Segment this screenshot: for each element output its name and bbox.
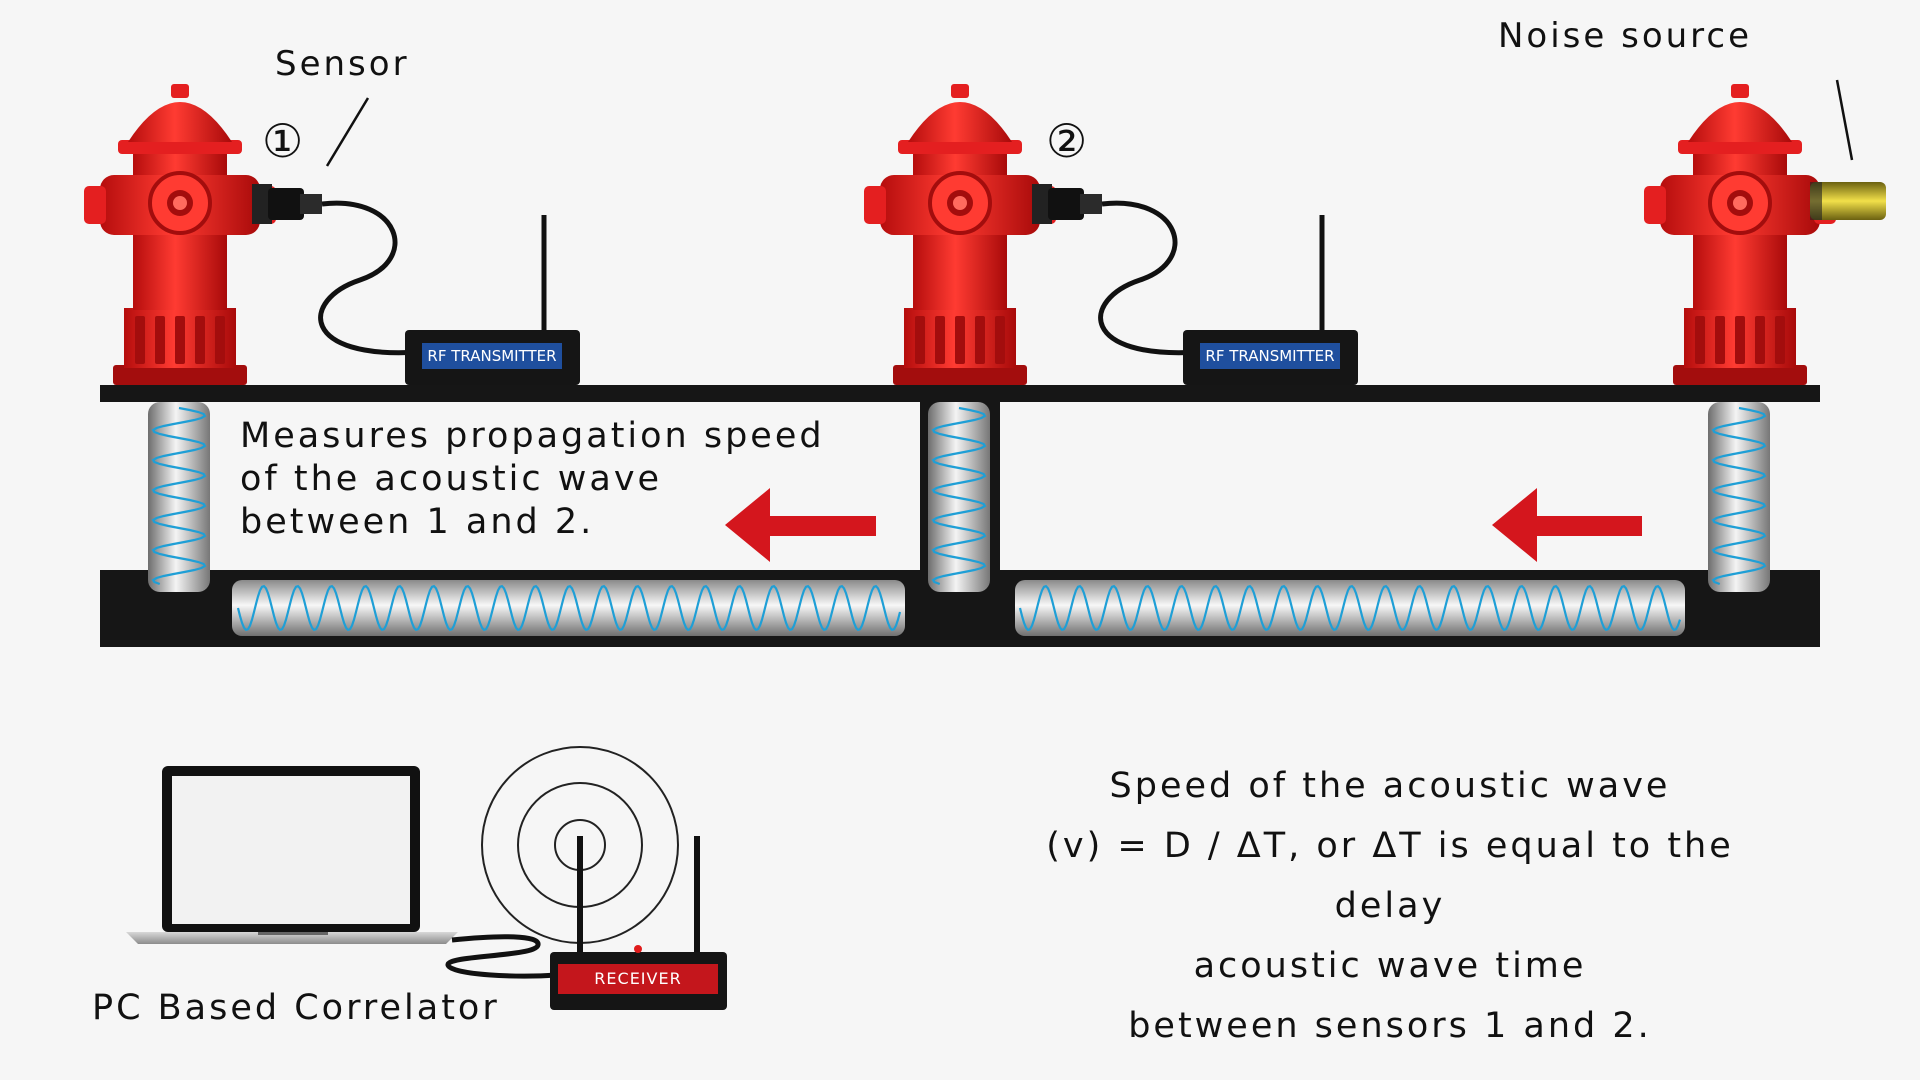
transmitter-1-label: RF TRANSMITTER <box>422 343 562 369</box>
formula-line: between sensors 1 and 2. <box>1128 1006 1652 1046</box>
wave-horizontal <box>236 584 902 632</box>
pipe-caption-line: of the acoustic wave <box>240 459 663 499</box>
hydrants <box>84 84 1836 385</box>
sensor-2-cable <box>1098 200 1201 356</box>
formula-line: (v) = D / ΔT, or ΔT is equal to the dela… <box>1046 826 1734 926</box>
sensor-pointer-line <box>325 97 370 167</box>
receiver-label: RECEIVER <box>558 964 718 994</box>
fire-hydrant-icon <box>864 84 1056 385</box>
sensor-1-cable <box>318 200 421 356</box>
formula-line: acoustic wave time <box>1193 946 1587 986</box>
main-pipe-left <box>232 580 905 636</box>
transmitter-2-label: RF TRANSMITTER <box>1200 343 1340 369</box>
formula-text: Speed of the acoustic wave (v) = D / ΔT,… <box>1000 756 1780 1056</box>
sensor-label: Sensor <box>275 44 410 84</box>
noise-source-device <box>1810 182 1886 220</box>
fire-hydrant-icon <box>1644 84 1836 385</box>
sensor-1-number: ① <box>262 114 304 168</box>
wave-horizontal <box>1018 584 1682 632</box>
arrow-left-icon <box>725 488 876 562</box>
pipe-caption: Measures propagation speed of the acoust… <box>240 415 825 544</box>
noise-pointer-line <box>1835 79 1854 161</box>
ground-top <box>100 385 1820 402</box>
pc-correlator-label: PC Based Correlator <box>92 988 500 1028</box>
receiver-led <box>634 945 642 953</box>
pipe-caption-line: between 1 and 2. <box>240 502 595 542</box>
pipe-caption-line: Measures propagation speed <box>240 416 825 456</box>
fire-hydrant-icon <box>84 84 276 385</box>
sensor-2-number: ② <box>1046 114 1088 168</box>
receiver-cable <box>445 934 556 979</box>
wave-vertical <box>931 406 987 586</box>
formula-line: Speed of the acoustic wave <box>1109 766 1671 806</box>
laptop-icon <box>126 766 458 944</box>
sensor-2-connector <box>1032 184 1102 224</box>
acoustic-waves <box>151 406 1767 632</box>
noise-source-label: Noise source <box>1498 16 1753 56</box>
sensor-1-connector <box>252 184 322 224</box>
wave-vertical <box>1711 406 1767 586</box>
wave-vertical <box>151 406 207 586</box>
arrow-left-icon <box>1492 488 1642 562</box>
